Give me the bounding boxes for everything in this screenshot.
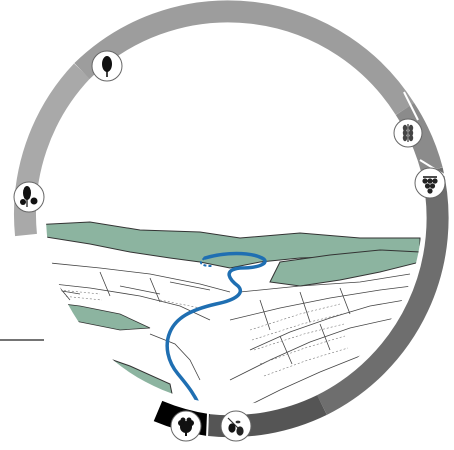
flower-icon xyxy=(171,411,201,441)
wheat-icon xyxy=(394,119,422,147)
grapes-icon xyxy=(415,168,445,198)
conifer-trees-icon xyxy=(14,182,44,212)
olives-icon xyxy=(221,411,251,441)
deciduous-tree-icon xyxy=(92,51,122,81)
